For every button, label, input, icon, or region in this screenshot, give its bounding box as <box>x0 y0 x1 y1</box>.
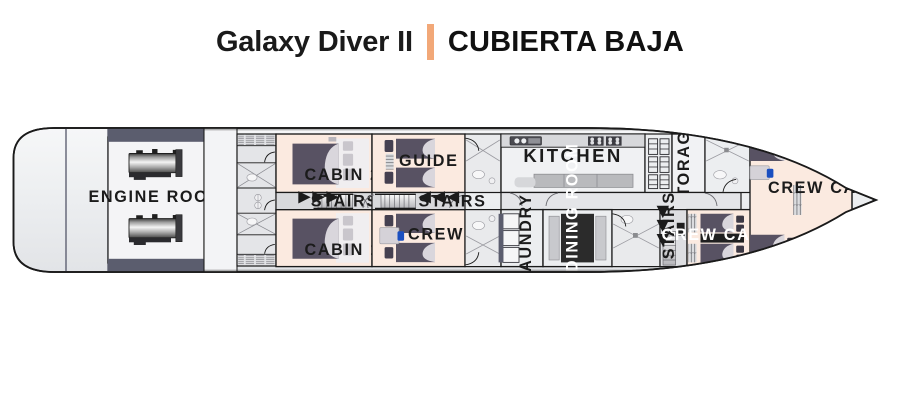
stairs-label-mid: STAIRS <box>419 192 487 210</box>
hull-outline-top <box>12 127 879 273</box>
stairs-arrows-aft: ◀◀◀ <box>653 204 671 246</box>
room-label-engine-room: ENGINE ROOM <box>88 188 223 206</box>
page-header: Galaxy Diver II CUBIERTA BAJA <box>0 24 900 60</box>
deck-name: CUBIERTA BAJA <box>447 25 685 58</box>
stairs-mid: STAIRS ◀◀◀ <box>362 188 487 210</box>
stairs-arrows-mid: ◀◀◀ <box>419 188 461 206</box>
aft-upper-bath <box>704 133 751 194</box>
shelving-racks <box>644 133 673 194</box>
engine-unit-1 <box>128 149 183 180</box>
room-label-cabin-2: CABIN 2 <box>305 166 381 184</box>
room-cabin-1: CABIN 1 <box>275 208 381 268</box>
stairs-aft: STAIRS ◀◀◀ <box>653 191 688 268</box>
forward-bathroom-stack <box>236 133 277 267</box>
room-label-storage: STORAGE <box>675 118 693 209</box>
vent-forward-bottom <box>238 254 275 266</box>
stairs-label-forward: STAIRS <box>311 192 379 210</box>
stern-vent <box>793 185 802 215</box>
engine-unit-2 <box>128 214 183 245</box>
accent-chair-blue <box>397 231 405 241</box>
stairs-label-aft: STAIRS <box>660 191 678 259</box>
vent-forward-top <box>238 134 275 146</box>
deck-plan-svg: ENGINE ROOM <box>12 118 890 305</box>
engine-corridor <box>203 128 238 272</box>
deck-plan: ENGINE ROOM <box>0 95 900 305</box>
stairs-arrows-forward: ▶▶▶ <box>298 188 340 206</box>
room-cabin-2: CABIN 2 <box>275 133 381 194</box>
ship-name: Galaxy Diver II <box>215 25 413 58</box>
room-crew-dining-room: CREW DINING ROOM <box>542 142 613 305</box>
room-kitchen: KITCHEN <box>500 133 646 194</box>
room-label-kitchen: KITCHEN <box>523 145 622 166</box>
room-label-laundry: LAUNDRY <box>517 193 535 283</box>
stairs-forward: STAIRS ▶▶▶ <box>275 188 379 210</box>
engine-band-bottom <box>108 258 204 272</box>
room-label-crew-cabin-stern: CREW CABIN <box>768 179 890 197</box>
room-engine-room: ENGINE ROOM <box>88 128 223 272</box>
room-laundry: LAUNDRY <box>498 193 544 283</box>
room-label-crew-dining-room: CREW DINING ROOM <box>564 142 582 305</box>
engine-band-top <box>108 128 204 142</box>
aft-corridor <box>500 191 742 211</box>
accent-chair-blue-stern <box>766 168 774 178</box>
room-label-cabin-1: CABIN 1 <box>305 241 381 259</box>
title-separator-bar <box>426 24 434 60</box>
